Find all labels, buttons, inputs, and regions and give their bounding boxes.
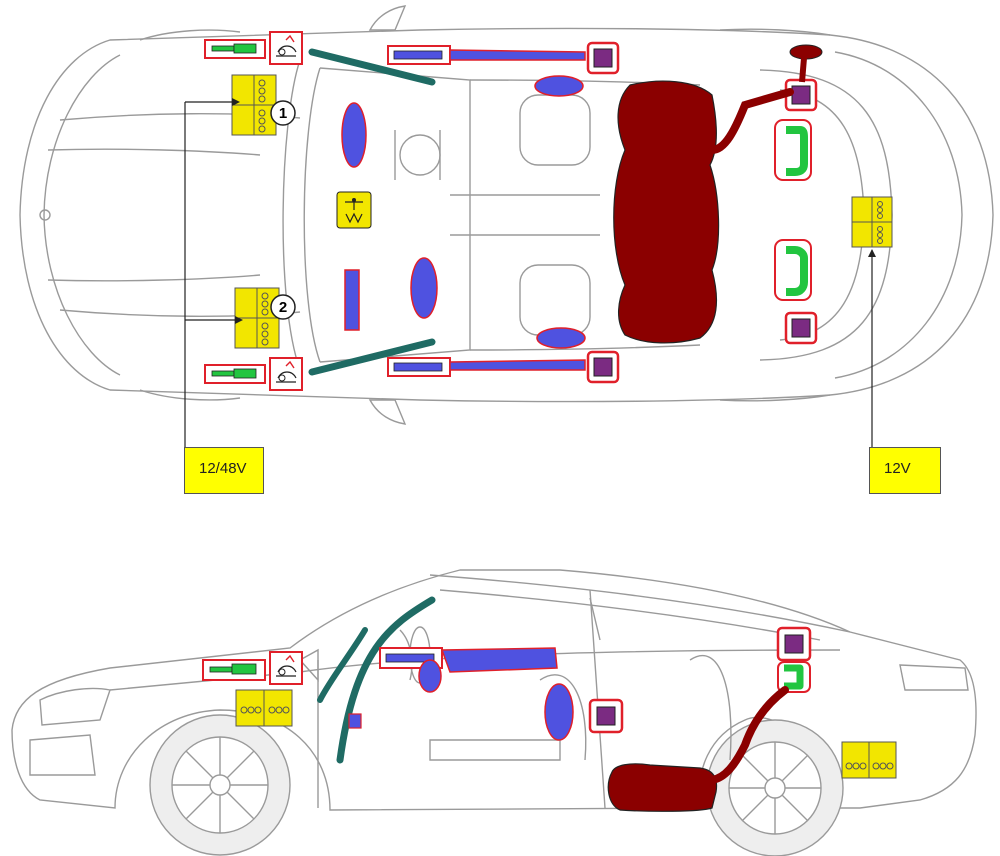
roll-over-protection-icon bbox=[774, 119, 812, 181]
battery-callout-1: 1 bbox=[279, 105, 287, 122]
airbag-icon bbox=[534, 75, 584, 97]
airbag-icon bbox=[344, 269, 360, 331]
airbag-icon bbox=[449, 49, 586, 61]
seatbelt-pretensioner-icon bbox=[387, 45, 451, 65]
voltage-label-rear: 12V bbox=[869, 447, 941, 494]
voltage-label-front: 12/48V bbox=[184, 447, 264, 494]
battery-icon bbox=[231, 74, 277, 136]
hood-lift-actuator-icon bbox=[269, 31, 303, 65]
high-voltage-warning-icon bbox=[336, 191, 372, 229]
hood-lift-actuator-icon bbox=[269, 651, 303, 685]
battery-icon bbox=[234, 287, 280, 349]
reinforcement-bar-icon bbox=[308, 48, 436, 86]
airbag-icon bbox=[410, 257, 438, 319]
airbag-icon bbox=[449, 359, 586, 371]
battery-icon bbox=[851, 196, 893, 248]
airbag-icon bbox=[440, 647, 558, 673]
roll-over-protection-icon bbox=[777, 661, 811, 693]
battery-icon bbox=[235, 689, 293, 727]
hood-lift-actuator-icon bbox=[269, 357, 303, 391]
airbag-icon bbox=[536, 327, 586, 349]
fuel-tank-icon bbox=[607, 686, 789, 812]
battery-callout-2: 2 bbox=[279, 299, 287, 316]
purple-sensor-icon bbox=[784, 634, 804, 654]
reinforcement-bar-icon bbox=[336, 596, 436, 764]
purple-sensor-icon bbox=[791, 85, 811, 105]
purple-sensor-icon bbox=[596, 706, 616, 726]
leader-lines bbox=[184, 101, 873, 447]
airbag-icon bbox=[341, 102, 367, 168]
reinforcement-bar-icon bbox=[317, 627, 368, 703]
battery-icon bbox=[841, 741, 897, 779]
airbag-icon bbox=[348, 713, 362, 729]
car-top-view bbox=[19, 5, 994, 425]
reinforcement-bar-icon bbox=[308, 338, 436, 376]
car-side-view bbox=[11, 569, 977, 856]
purple-sensor-icon bbox=[593, 357, 613, 377]
gas-spring-icon bbox=[202, 659, 266, 681]
gas-spring-icon bbox=[204, 39, 266, 59]
gas-spring-icon bbox=[204, 364, 266, 384]
seatbelt-pretensioner-icon bbox=[387, 357, 451, 377]
purple-sensor-icon bbox=[791, 318, 811, 338]
purple-sensor-icon bbox=[593, 48, 613, 68]
airbag-icon bbox=[418, 659, 442, 693]
airbag-icon bbox=[544, 683, 574, 741]
roll-over-protection-icon bbox=[774, 239, 812, 301]
fuel-tank-icon bbox=[613, 44, 823, 344]
